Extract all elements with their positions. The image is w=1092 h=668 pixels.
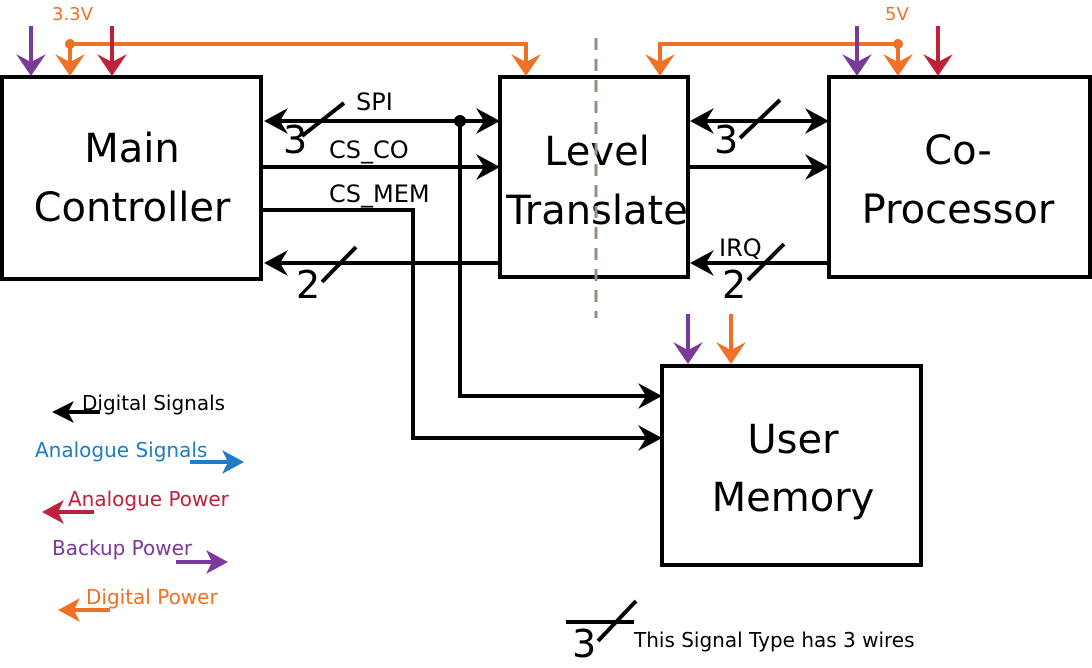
level-translate-block[interactable]: Level Translate (498, 75, 690, 279)
co-processor-backup-power-arrow (842, 26, 872, 76)
cs-mem-wire: CS_MEM (263, 180, 662, 451)
power-rail-3v3: 3.3V (52, 4, 528, 62)
wire-count-note: 3 This Signal Type has 3 wires (566, 599, 915, 666)
wire-count-note-text: This Signal Type has 3 wires (633, 628, 915, 652)
legend-backup-power-label: Backup Power (52, 536, 193, 560)
co-processor-label-line2: Processor (862, 187, 1055, 233)
irq-bus-left-slash (320, 245, 358, 284)
user-memory-label-line2: Memory (712, 475, 875, 521)
spi-bus-right-slash (738, 98, 782, 140)
main-controller-label-line2: Controller (34, 185, 231, 231)
irq-bus-right-slash (746, 242, 786, 282)
spi-to-memory-wire (458, 121, 662, 409)
legend-digital-power-label: Digital Power (86, 585, 218, 609)
level-translate-3v3-power-arrow (511, 54, 541, 76)
main-controller-label-line1: Main (84, 126, 180, 172)
level-translate-5v-power-arrow (645, 54, 675, 76)
cs-co-wire: CS_CO (263, 136, 500, 180)
spi-right-wire-count: 3 (714, 118, 738, 162)
co-processor-analogue-power-arrow (923, 26, 953, 76)
spi-bus-left: 3 SPI (264, 88, 500, 162)
irq-label: IRQ (719, 234, 762, 262)
legend: Digital Signals Analogue Signals Analogu… (35, 391, 244, 622)
legend-digital-signals-label: Digital Signals (82, 391, 225, 415)
co-processor-digital-power-arrow (883, 44, 913, 76)
irq-bus-right: IRQ 2 (690, 234, 829, 307)
legend-digital-signals: Digital Signals (52, 391, 225, 423)
irq-left-wire-count: 2 (296, 263, 320, 307)
irq-bus-left: 2 (264, 245, 500, 307)
legend-analogue-signals: Analogue Signals (35, 438, 244, 474)
user-memory-digital-power-arrow (716, 314, 746, 364)
spi-bus-right: 3 (690, 98, 829, 162)
irq-right-wire-count: 2 (722, 263, 746, 307)
cs-co-label: CS_CO (329, 136, 409, 164)
main-controller-backup-power-arrow (16, 26, 46, 76)
cs-mem-label: CS_MEM (329, 180, 430, 208)
legend-analogue-power: Analogue Power (42, 487, 230, 524)
main-controller-digital-power-arrow (55, 44, 85, 76)
legend-analogue-signals-label: Analogue Signals (35, 438, 207, 462)
user-memory-block[interactable]: User Memory (660, 364, 923, 567)
main-controller-block[interactable]: Main Controller (0, 75, 263, 281)
wire-count-note-number: 3 (572, 622, 596, 666)
legend-analogue-power-label: Analogue Power (68, 487, 230, 511)
legend-backup-power: Backup Power (52, 536, 228, 574)
wire-count-note-slash (596, 599, 638, 643)
spi-label: SPI (356, 88, 393, 116)
rail-3v3-label: 3.3V (52, 4, 94, 25)
rail-5v-label: 5V (885, 4, 909, 25)
cs-co-passthrough-wire (690, 154, 829, 180)
co-processor-label-line1: Co- (924, 128, 992, 174)
user-memory-label-line1: User (747, 417, 839, 463)
user-memory-backup-power-arrow (673, 314, 703, 364)
power-rail-5v: 5V (658, 4, 909, 62)
spi-left-wire-count: 3 (283, 118, 307, 162)
spi-bus-left-slash (300, 101, 346, 138)
legend-digital-power: Digital Power (58, 585, 218, 622)
co-processor-block[interactable]: Co- Processor (827, 75, 1092, 279)
main-controller-analogue-power-arrow (97, 26, 127, 76)
